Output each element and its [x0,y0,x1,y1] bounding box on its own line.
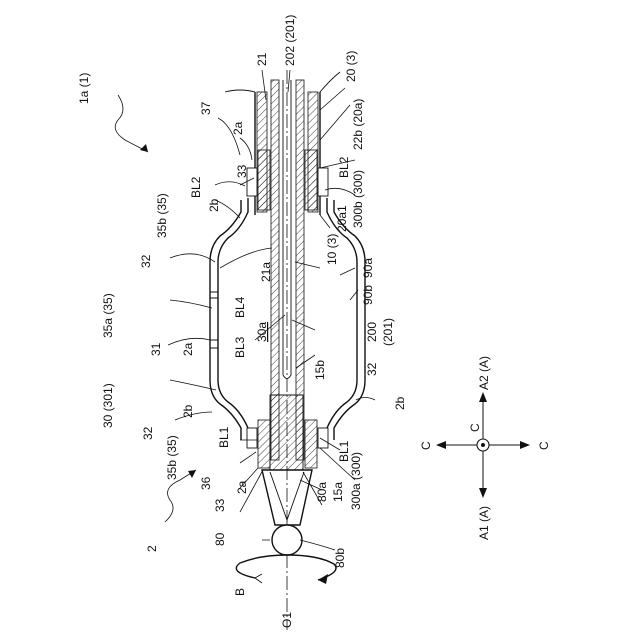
direction-arrows-icon [436,392,530,498]
label-2b-right: 2b [393,396,407,410]
label-20a1: 20a1 [335,205,349,232]
label-200: 200 [365,322,379,342]
label-bl2-left: BL2 [189,176,203,198]
top-joint [247,150,328,210]
label-20-3: 20 (3) [344,51,358,82]
label-c-left: C [419,441,433,450]
label-a2: A2 (A) [477,356,491,390]
label-36: 36 [199,476,213,490]
label-2b-top: 2b [207,198,221,212]
label-c-center: C [468,423,482,432]
label-10-3: 10 (3) [325,234,339,265]
label-1a: 1a (1) [77,73,91,104]
label-21a: 21a [259,262,273,282]
label-35b-bot: 35b (35) [165,435,179,480]
bottom-joint [247,395,328,470]
label-21: 21 [255,52,269,66]
label-15b: 15b [313,360,327,380]
label-2a-bot: 2a [235,480,249,494]
label-2a-top: 2a [231,121,245,135]
label-30a: 30a [255,322,269,342]
label-30-301: 30 (301) [101,383,115,428]
label-33-bot: 33 [213,498,227,512]
label-bl1-left: BL1 [217,426,231,448]
label-a1: A1 (A) [477,506,491,540]
label-2b-bot: 2b [181,404,195,418]
label-201: (201) [381,318,395,346]
label-300b: 300b (300) [351,170,365,228]
label-33-top: 33 [235,164,249,178]
label-15a: 15a [331,482,345,502]
label-35b-top: 35b (35) [155,193,169,238]
label-80a: 80a [315,482,329,502]
label-c-right: C [537,441,551,450]
label-31: 31 [149,342,163,356]
label-bl2-right: BL2 [337,156,351,178]
label-90a: 90a [361,258,375,278]
label-32-top: 32 [139,254,153,268]
label-o1: O1 [280,612,294,628]
label-80b: 80b [333,548,347,568]
label-80: 80 [213,532,227,546]
label-22b: 22b (20a) [351,99,365,150]
label-32-bot: 32 [141,426,155,440]
label-bl4: BL4 [233,296,247,318]
label-2: 2 [145,545,159,552]
label-bl3: BL3 [233,336,247,358]
label-37: 37 [199,101,213,115]
label-202: 202 (201) [283,15,297,66]
label-300a: 300a (300) [349,452,363,510]
label-35a: 35a (35) [101,293,115,338]
label-2a-mid: 2a [181,342,195,356]
label-b: B [233,588,247,596]
label-90b: 90b [361,285,375,305]
rotation-arrow-icon [236,555,336,584]
label-32-right: 32 [365,362,379,376]
